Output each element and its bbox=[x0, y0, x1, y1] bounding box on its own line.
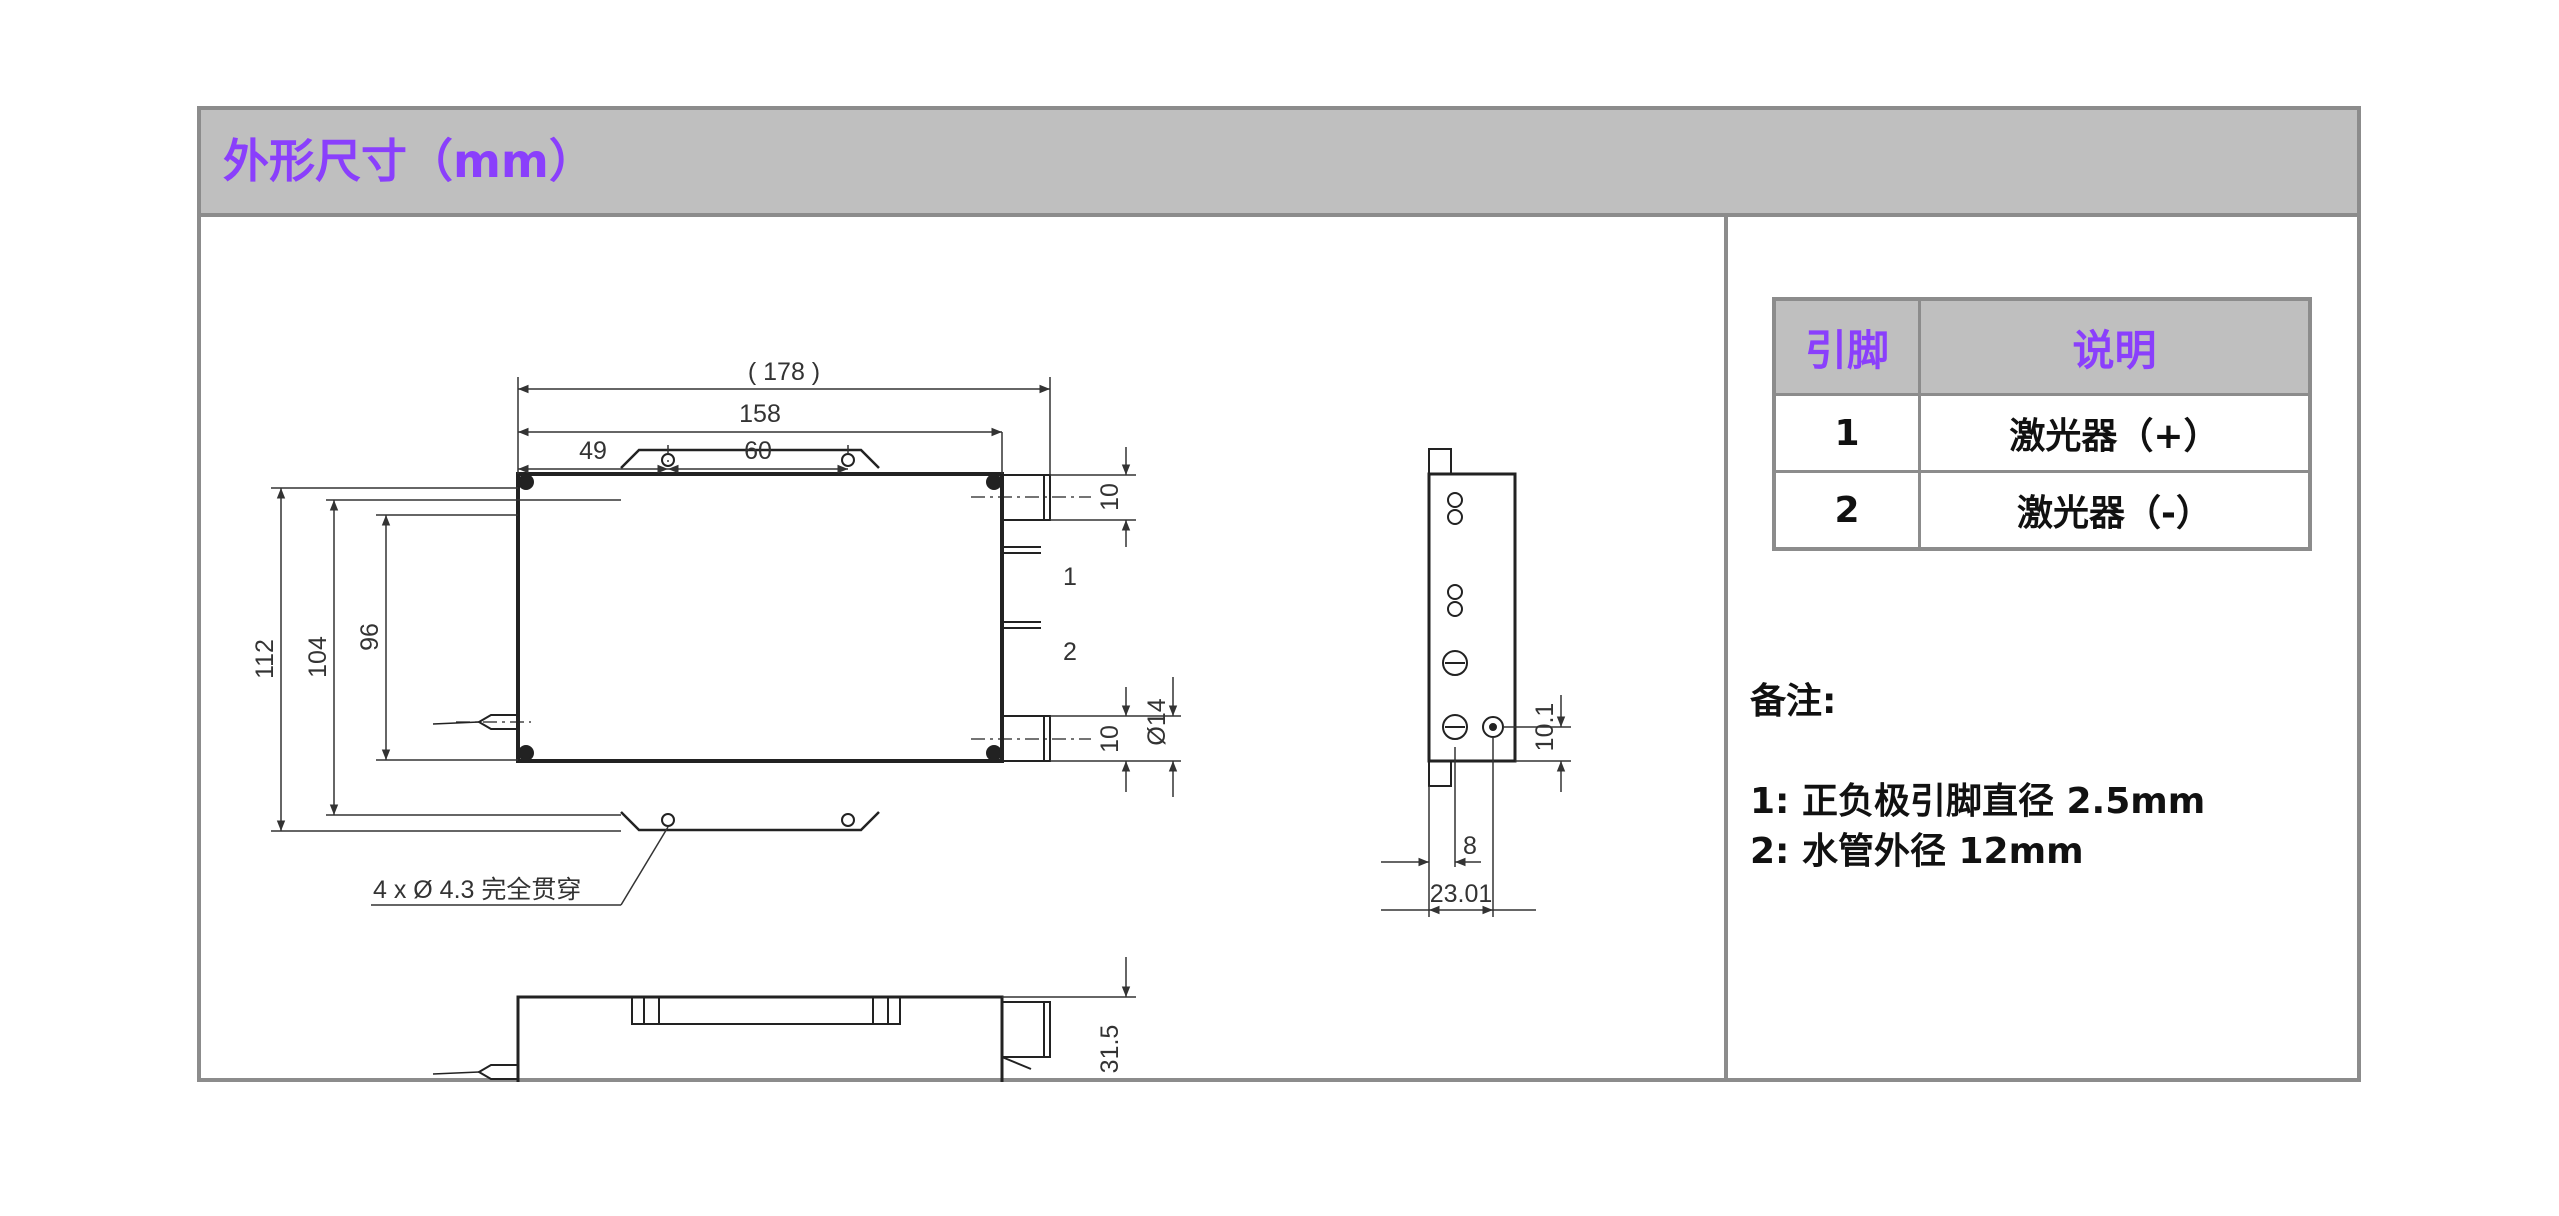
dim-thickness: 31.5 bbox=[1096, 1025, 1124, 1074]
table-row: 2 激光器（-） bbox=[1772, 470, 2312, 551]
hole-note: 4 x Ø 4.3 完全贯穿 bbox=[373, 876, 581, 904]
dim-body-length: 158 bbox=[739, 400, 781, 428]
dim-hole-offset: 49 bbox=[579, 437, 607, 465]
module-body-end bbox=[1427, 472, 1517, 763]
dim-height-104: 104 bbox=[304, 636, 332, 678]
flange-top bbox=[620, 448, 880, 469]
pin-info-section: 引脚 说明 1 激光器（+） 2 激光器（-） 备注: 1: 正负极引脚直径 2… bbox=[1728, 217, 2357, 1082]
technical-drawing: ( 178 ) 158 49 60 112 104 96 10 10 Ø14 1… bbox=[201, 217, 1724, 1082]
pin-label-2: 2 bbox=[1063, 638, 1077, 666]
notes-title: 备注: bbox=[1750, 681, 1837, 722]
note-line: 1: 正负极引脚直径 2.5mm bbox=[1750, 781, 2206, 822]
notes: 备注: 1: 正负极引脚直径 2.5mm 2: 水管外径 12mm bbox=[1750, 677, 2205, 877]
dim-port-top: 10 bbox=[1096, 483, 1124, 511]
flange-bottom bbox=[620, 811, 880, 832]
dim-port-bottom: 10 bbox=[1096, 725, 1124, 753]
pin-label-1: 1 bbox=[1063, 563, 1077, 591]
dim-port-diameter: Ø14 bbox=[1143, 698, 1171, 745]
pin-number: 2 bbox=[1772, 470, 1921, 551]
dim-10-1: 10.1 bbox=[1531, 703, 1559, 752]
dim-8: 8 bbox=[1463, 832, 1477, 860]
pin-table-header: 引脚 说明 bbox=[1772, 297, 2312, 396]
panel-title: 外形尺寸（mm） bbox=[223, 134, 595, 188]
note-line: 2: 水管外径 12mm bbox=[1750, 831, 2084, 872]
desc-header: 说明 bbox=[1918, 297, 2312, 396]
pin-description: 激光器（+） bbox=[1918, 393, 2312, 473]
drawing-canvas: ( 178 ) 158 49 60 112 104 96 10 10 Ø14 1… bbox=[251, 358, 1571, 1082]
pin-number: 1 bbox=[1772, 393, 1921, 473]
pin-header: 引脚 bbox=[1772, 297, 1921, 396]
pin-table: 引脚 说明 1 激光器（+） 2 激光器（-） bbox=[1772, 297, 2312, 551]
panel-divider bbox=[1724, 217, 1728, 1082]
pin-description: 激光器（-） bbox=[1918, 470, 2312, 551]
dim-height-112: 112 bbox=[251, 639, 279, 679]
dim-23-01: 23.01 bbox=[1430, 880, 1493, 908]
module-body-top bbox=[516, 472, 1004, 763]
dim-height-96: 96 bbox=[356, 623, 384, 651]
dimensions-panel: 外形尺寸（mm） bbox=[197, 106, 2361, 1082]
module-body-side bbox=[516, 995, 1004, 1082]
dim-overall-length: ( 178 ) bbox=[748, 358, 820, 386]
dim-hole-spacing: 60 bbox=[744, 437, 772, 465]
panel-header: 外形尺寸（mm） bbox=[201, 110, 2357, 217]
table-row: 1 激光器（+） bbox=[1772, 393, 2312, 473]
